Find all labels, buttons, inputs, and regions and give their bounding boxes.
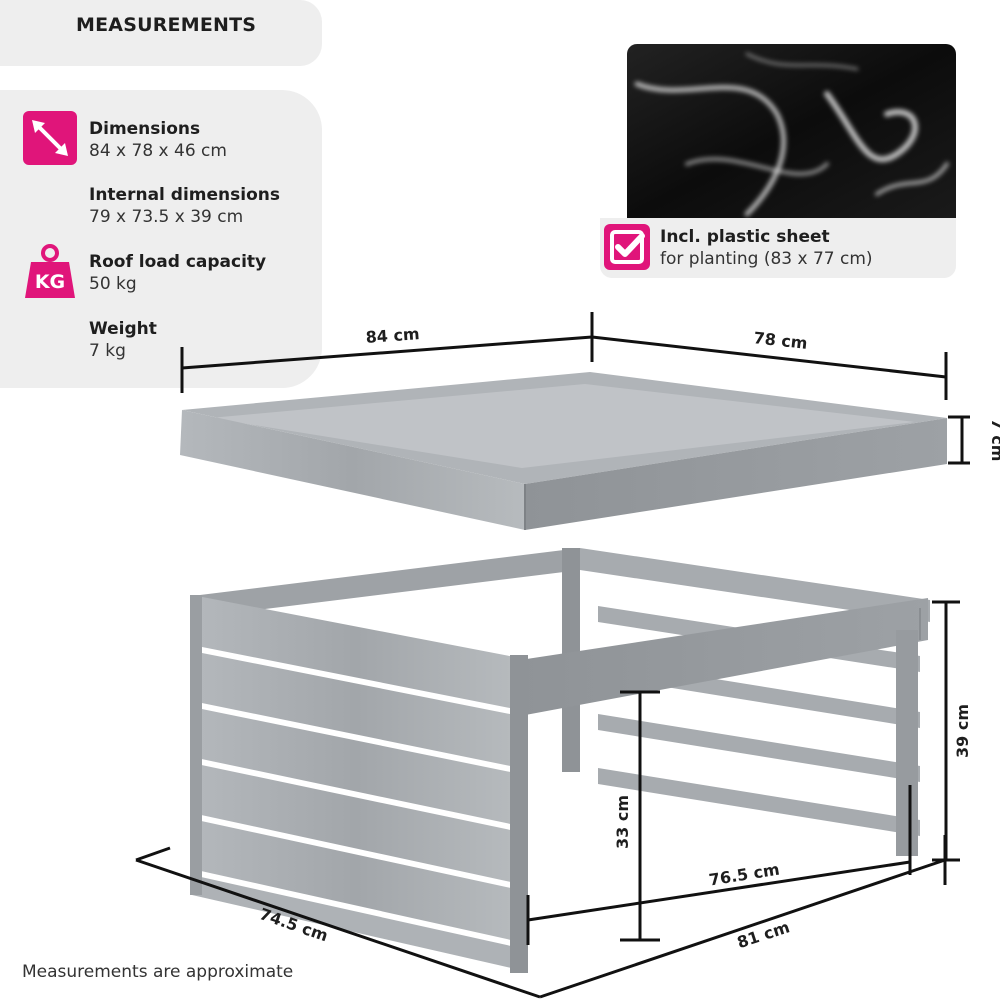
label-inner-height: 33 cm xyxy=(613,795,632,849)
page-title: MEASUREMENTS xyxy=(76,14,257,36)
spec-value: 7 kg xyxy=(89,341,126,361)
sheet-info-panel xyxy=(600,218,956,278)
spec-weight: Weight 7 kg xyxy=(89,318,157,362)
plastic-sheet-image xyxy=(627,44,956,218)
footnote: Measurements are approximate xyxy=(22,962,294,982)
spec-dimensions: Dimensions 84 x 78 x 46 cm xyxy=(89,118,227,162)
spec-internal-dimensions: Internal dimensions 79 x 73.5 x 39 cm xyxy=(89,184,280,228)
box-front-left xyxy=(190,595,528,973)
spec-roof-load: Roof load capacity 50 kg xyxy=(89,251,266,295)
spec-label: Roof load capacity xyxy=(89,252,267,272)
checkmark-icon xyxy=(604,224,650,270)
diagonal-arrow-icon xyxy=(23,111,77,165)
label-lid-depth: 78 cm xyxy=(753,328,809,353)
spec-label: Weight xyxy=(89,319,157,339)
label-lid-height: 7 cm xyxy=(988,419,1000,462)
svg-text:KG: KG xyxy=(35,271,65,293)
spec-label: Internal dimensions xyxy=(89,185,280,205)
dimension-lines xyxy=(135,312,970,999)
title-panel xyxy=(0,0,322,66)
spec-label: Dimensions xyxy=(89,119,201,139)
label-lid-width: 84 cm xyxy=(365,324,420,347)
kg-weight-icon: KG xyxy=(23,244,77,300)
label-box-height: 39 cm xyxy=(953,704,972,758)
spec-value: 84 x 78 x 46 cm xyxy=(89,141,227,161)
spec-value: 50 kg xyxy=(89,274,137,294)
sheet-value: for planting (83 x 77 cm) xyxy=(660,249,873,269)
label-inner-width: 76.5 cm xyxy=(707,860,780,890)
spec-value: 79 x 73.5 x 39 cm xyxy=(89,207,244,227)
lid xyxy=(180,372,947,530)
sheet-label: Incl. plastic sheet xyxy=(660,227,830,247)
box-front-right xyxy=(520,598,928,856)
